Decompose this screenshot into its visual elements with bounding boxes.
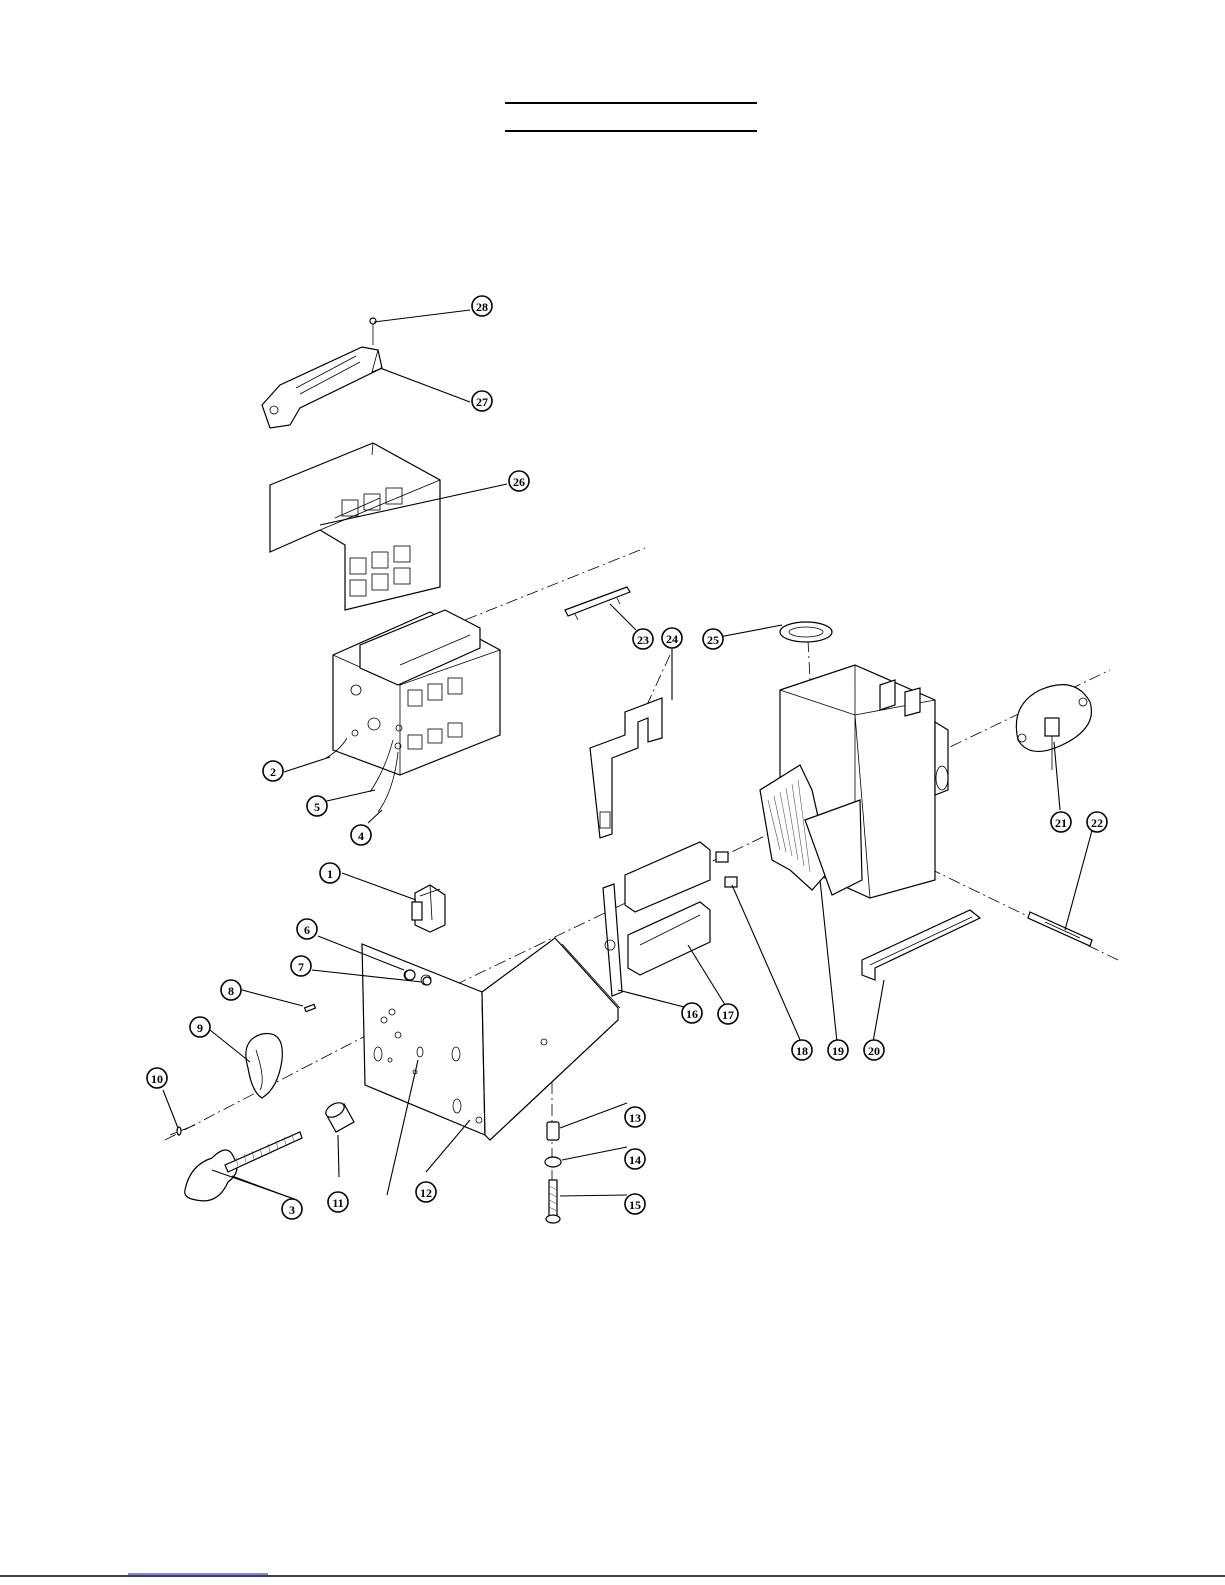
callout-label: 27 [476,395,488,409]
callout-27: 27 [472,391,492,411]
callout-label: 24 [666,632,678,646]
clamp-part-25 [780,622,832,642]
callout-4: 4 [351,825,371,845]
callout-13: 13 [625,1107,645,1127]
callout-11: 11 [328,1192,348,1212]
callout-label: 6 [304,923,310,937]
callout-label: 5 [314,800,320,814]
grommet-part-7 [423,977,431,985]
callout-label: 2 [270,765,276,779]
callout-label: 3 [289,1203,295,1217]
callout-24: 24 [662,628,682,648]
callout-8: 8 [221,980,241,1000]
callout-label: 19 [832,1044,844,1058]
leader-lines [163,310,1097,1199]
callout-12: 12 [416,1182,436,1202]
washer-part-14 [545,1157,561,1167]
callout-label: 8 [228,984,234,998]
switch-part-1 [412,885,445,932]
channel-part-20 [862,910,980,980]
crank-part-3 [185,1132,302,1201]
screw-part-15 [546,1180,560,1223]
callout-9: 9 [190,1017,210,1037]
callout-label: 25 [707,633,719,647]
callout-label: 26 [513,475,525,489]
callout-label: 15 [629,1198,641,1212]
knob-part-9 [246,1034,282,1098]
thermal-switch-part-21 [1016,685,1091,770]
callout-15: 15 [625,1194,645,1214]
callout-label: 12 [420,1186,432,1200]
callout-1: 1 [320,863,340,883]
callout-label: 16 [686,1007,698,1021]
callout-2: 2 [263,761,283,781]
callout-label: 10 [151,1072,163,1086]
rectifier-part-17 [625,842,710,975]
handle-part-27 [262,347,382,428]
pin-part-10 [170,1125,195,1135]
callout-19: 19 [828,1040,848,1060]
callout-label: 9 [197,1021,203,1035]
callout-label: 11 [332,1196,343,1210]
callout-16: 16 [682,1003,702,1023]
callout-28: 28 [472,296,492,316]
callout-label: 20 [868,1044,880,1058]
housing-assembly [326,610,500,812]
callout-7: 7 [291,956,311,976]
transformer-core [760,665,948,898]
callout-22: 22 [1087,812,1107,832]
callout-21: 21 [1051,812,1071,832]
callout-5: 5 [307,796,327,816]
callout-6: 6 [297,919,317,939]
foot-part-13 [547,1122,559,1140]
callout-label: 22 [1091,816,1103,830]
callout-label: 4 [358,829,364,843]
callout-18: 18 [792,1040,812,1060]
bracket-part-24 [590,698,662,838]
cover-part-26 [270,443,440,610]
callout-label: 13 [629,1111,641,1125]
rod-part-22 [1028,912,1092,946]
callout-25: 25 [703,629,723,649]
callout-label: 1 [327,867,333,881]
screw-part-8 [305,1004,316,1011]
callout-label: 23 [637,633,649,647]
grommet-part-6 [405,970,415,980]
callout-label: 14 [629,1153,641,1167]
callout-label: 18 [796,1044,808,1058]
bushing-part-11 [323,1100,354,1132]
callout-label: 7 [298,960,304,974]
callout-23: 23 [633,629,653,649]
rod-part-23 [565,587,630,620]
bar-part-16 [603,884,622,996]
callout-label: 17 [722,1008,734,1022]
spacer-part-18 [716,852,737,887]
callout-14: 14 [625,1149,645,1169]
callout-10: 10 [147,1068,167,1088]
callout-17: 17 [718,1004,738,1024]
callout-3: 3 [282,1199,302,1219]
callout-20: 20 [864,1040,884,1060]
callout-label: 28 [476,300,488,314]
axis-rear-rod [445,548,645,628]
callout-26: 26 [509,471,529,491]
callout-label: 21 [1055,816,1067,830]
